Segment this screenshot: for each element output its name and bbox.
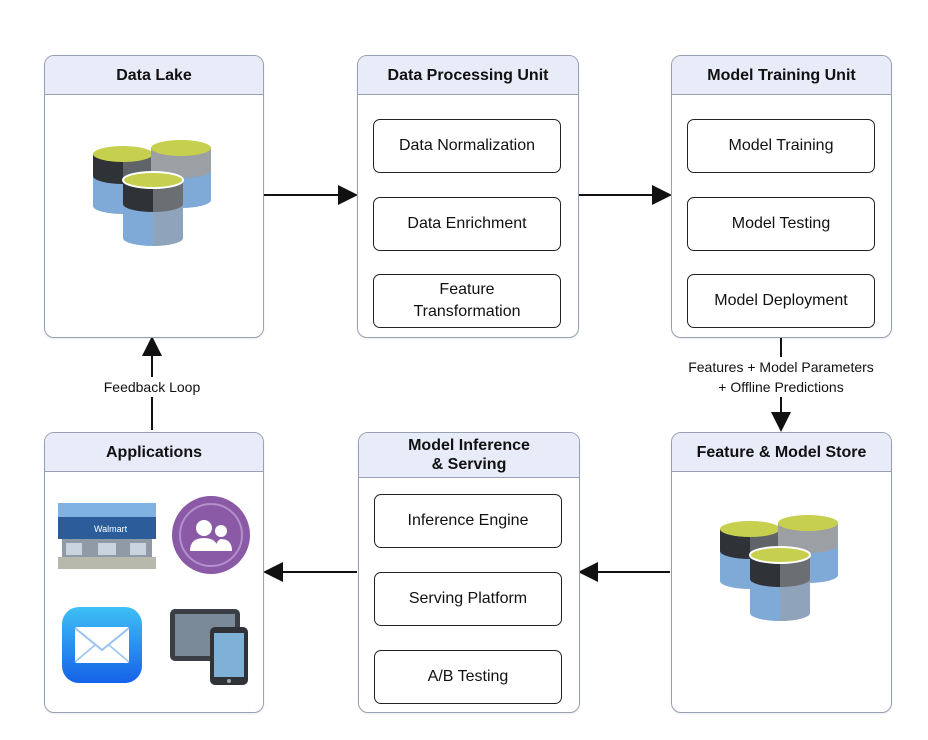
step-data-enrichment[interactable]: Data Enrichment <box>373 197 561 251</box>
storefront-photo: Walmart <box>58 503 156 569</box>
data-lake-panel[interactable]: Data Lake <box>44 55 264 338</box>
data-lake-title: Data Lake <box>45 56 263 95</box>
mail-icon <box>62 607 142 683</box>
database-cluster-icon <box>720 515 838 621</box>
step-model-deployment[interactable]: Model Deployment <box>687 274 875 328</box>
applications-title: Applications <box>45 433 263 472</box>
store-sign-text: Walmart <box>94 524 128 534</box>
step-model-training[interactable]: Model Training <box>687 119 875 173</box>
step-feature-transformation[interactable]: Feature Transformation <box>373 274 561 328</box>
data-processing-title: Data Processing Unit <box>358 56 578 95</box>
step-serving-platform[interactable]: Serving Platform <box>374 572 562 626</box>
applications-panel[interactable]: Applications Walmart <box>44 432 264 713</box>
feature-model-store-panel[interactable]: Feature & Model Store <box>671 432 892 713</box>
model-training-panel[interactable]: Model Training Unit Model Training Model… <box>671 55 892 338</box>
step-data-normalization[interactable]: Data Normalization <box>373 119 561 173</box>
feedback-loop-label: Feedback Loop <box>88 377 216 397</box>
step-ab-testing[interactable]: A/B Testing <box>374 650 562 704</box>
store-title: Feature & Model Store <box>672 433 891 472</box>
store-edge-label: Features + Model Parameters + Offline Pr… <box>650 357 912 397</box>
database-cluster-icon <box>93 140 211 246</box>
model-training-title: Model Training Unit <box>672 56 891 95</box>
inference-panel[interactable]: Model Inference & Serving Inference Engi… <box>358 432 580 713</box>
data-processing-panel[interactable]: Data Processing Unit Data Normalization … <box>357 55 579 338</box>
devices-icon <box>170 609 248 685</box>
step-model-testing[interactable]: Model Testing <box>687 197 875 251</box>
inference-title: Model Inference & Serving <box>359 433 579 478</box>
step-inference-engine[interactable]: Inference Engine <box>374 494 562 548</box>
users-icon <box>172 496 250 574</box>
